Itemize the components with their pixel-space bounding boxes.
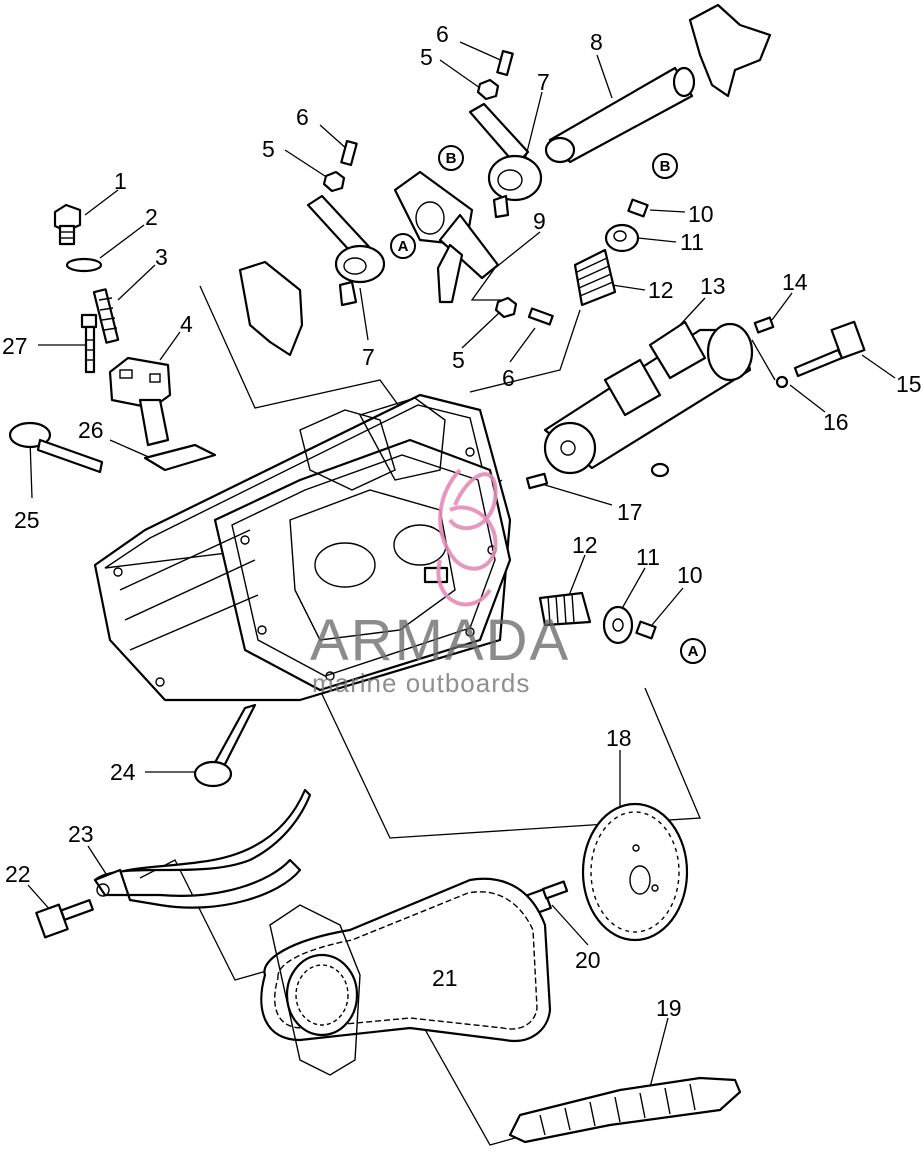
reference-markers: A A B B	[390, 145, 706, 664]
part-11-retainer	[604, 223, 640, 253]
callout-5: 5	[452, 347, 465, 373]
callout-6: 6	[296, 104, 309, 130]
part-18-cam-sprocket	[581, 802, 689, 942]
parts-valve-train-lower	[193, 591, 657, 788]
callout-23: 23	[68, 821, 94, 847]
part-16-clip	[775, 375, 789, 389]
callout-11: 11	[636, 544, 660, 570]
reference-marker-a: A	[390, 233, 416, 259]
part-10-keepers	[635, 620, 657, 640]
watermark-logo	[436, 468, 498, 607]
callout-10: 10	[688, 201, 714, 227]
parts-valve-train-right	[525, 198, 866, 490]
part-3-spring	[92, 288, 120, 344]
part-cylinder-head	[93, 393, 512, 702]
callout-25: 25	[14, 507, 40, 533]
callout-14: 14	[782, 269, 808, 295]
part-7-rocker-arm	[306, 194, 386, 307]
part-5-nut	[494, 296, 518, 319]
watermark-tagline: marine outboards	[312, 668, 530, 698]
part-5-nut	[322, 170, 346, 193]
reference-marker-b: B	[438, 145, 464, 171]
parts-timing	[35, 788, 742, 1144]
parts-upper-left	[8, 203, 217, 474]
svg-text:B: B	[446, 150, 457, 167]
callout-10: 10	[677, 562, 703, 588]
callout-9: 9	[533, 208, 546, 234]
part-rocker-bracket-lower	[238, 260, 304, 357]
part-crank-sprocket	[269, 904, 361, 1076]
svg-text:A: A	[398, 238, 409, 255]
callout-5: 5	[420, 44, 433, 70]
part-1-plug-bolt	[53, 203, 82, 246]
callout-26: 26	[78, 417, 104, 443]
part-6-adjust-screw	[496, 49, 514, 77]
callout-17: 17	[617, 499, 643, 525]
part-5-nut	[476, 78, 500, 101]
callout-12: 12	[572, 532, 598, 558]
callout-16: 16	[823, 409, 849, 435]
callout-24: 24	[110, 759, 136, 785]
part-rocker-bracket-upper	[688, 3, 772, 98]
part-6-adjust-screw	[527, 307, 554, 326]
callout-18: 18	[606, 725, 632, 751]
reference-marker-a: A	[680, 638, 706, 664]
callout-19: 19	[656, 995, 682, 1021]
callout-22: 22	[5, 861, 31, 887]
part-26-gasket	[143, 443, 217, 472]
callout-13: 13	[700, 273, 726, 299]
callout-7: 7	[362, 344, 375, 370]
part-8-rocker-shaft	[544, 66, 696, 164]
callout-12: 12	[648, 277, 674, 303]
callout-2: 2	[145, 204, 158, 230]
part-7-rocker-arm	[468, 102, 543, 219]
part-15-bolt	[793, 320, 866, 378]
part-9-rocker-arm	[393, 170, 500, 304]
part-13-camshaft	[543, 320, 754, 475]
part-27-bolt	[80, 313, 98, 374]
part-17-dowel	[525, 472, 549, 490]
part-10-keepers	[627, 198, 649, 218]
callout-7: 7	[537, 69, 550, 95]
part-22-bolt	[35, 899, 94, 939]
callout-4: 4	[180, 311, 193, 337]
watermark-brand: ARMADA	[310, 608, 570, 673]
parts-rocker-area	[238, 3, 772, 357]
part-cam-plug	[650, 462, 670, 478]
svg-text:A: A	[688, 643, 699, 660]
part-19-tensioner	[508, 1076, 742, 1144]
part-4-housing	[108, 356, 172, 447]
callout-27: 27	[2, 333, 28, 359]
part-12-valve-spring	[538, 591, 592, 627]
part-24-valve	[193, 703, 257, 788]
callout-5: 5	[262, 136, 275, 162]
callout-8: 8	[590, 29, 603, 55]
part-2-washer	[65, 257, 103, 273]
svg-text:B: B	[660, 158, 671, 175]
callout-11: 11	[680, 229, 704, 255]
part-6-adjust-screw	[340, 139, 358, 167]
part-12-valve-spring	[573, 248, 617, 307]
callout-3: 3	[155, 244, 168, 270]
part-11-retainer	[602, 605, 634, 645]
callout-6: 6	[436, 21, 449, 47]
callout-1: 1	[114, 168, 127, 194]
callout-6: 6	[502, 365, 515, 391]
callout-20: 20	[575, 947, 601, 973]
watermark: ARMADA marine outboards	[310, 468, 570, 698]
reference-marker-b: B	[652, 153, 678, 179]
callout-labels: 1 2 3 4 5 5 5 6 6 6 7 7 8 9 10 10 11 11 …	[2, 21, 922, 1021]
part-14-pin	[753, 316, 775, 334]
callout-15: 15	[896, 371, 922, 397]
part-23-chain-guide	[93, 788, 312, 909]
callout-21: 21	[432, 965, 458, 991]
part-25-valve	[8, 421, 104, 474]
